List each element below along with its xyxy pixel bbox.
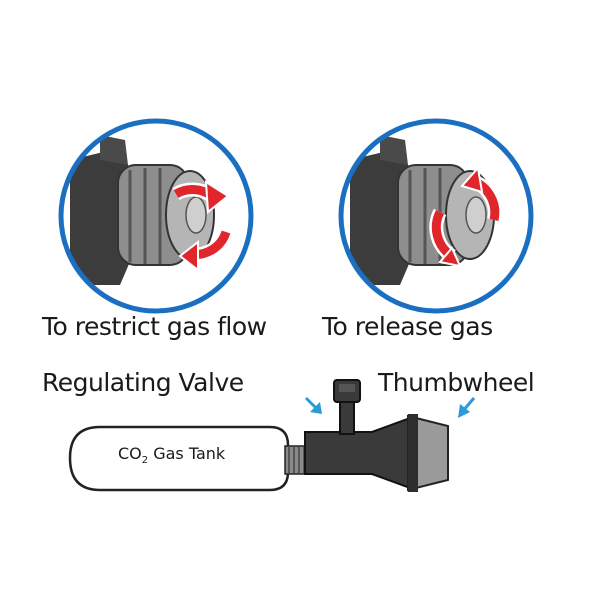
rotate-arrows-icon — [172, 180, 233, 273]
pointer-icon — [458, 397, 476, 418]
restrict-detail-circle — [58, 118, 254, 314]
pointer-icon — [304, 396, 322, 414]
release-caption: To release gas — [322, 312, 493, 341]
tank-label: CO2 Gas Tank — [118, 444, 225, 466]
restrict-caption: To restrict gas flow — [42, 312, 267, 341]
thumbwheel-label: Thumbwheel — [378, 368, 535, 397]
tank-label-co: CO — [118, 444, 142, 463]
regulating-valve-label: Regulating Valve — [42, 368, 244, 397]
rotate-arrows-icon — [429, 165, 502, 268]
regulating-valve-stem — [339, 397, 355, 435]
tank-label-rest: Gas Tank — [148, 444, 226, 463]
release-detail-circle — [338, 118, 534, 314]
co2-tank — [68, 425, 290, 492]
valve-body — [304, 416, 411, 490]
tank-label-sub: 2 — [141, 455, 149, 467]
co2-assembly — [68, 379, 476, 492]
